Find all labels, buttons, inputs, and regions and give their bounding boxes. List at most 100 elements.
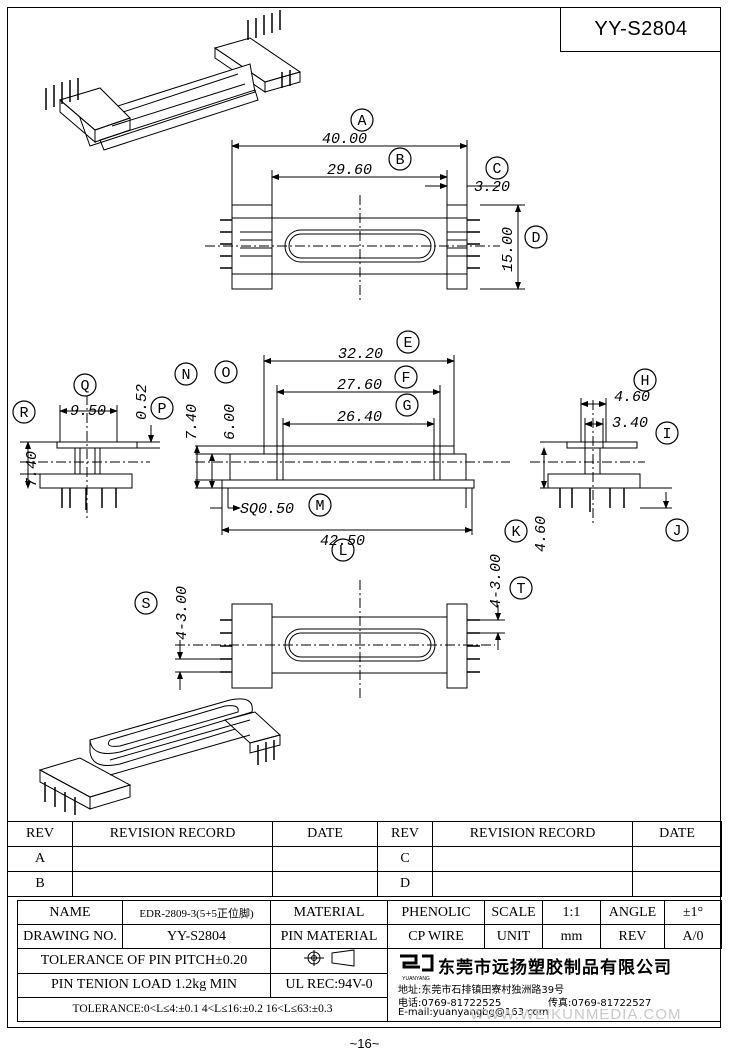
- revision-cell: [432, 846, 633, 872]
- yuanyang-logo-icon: [400, 954, 434, 972]
- rev-value: A/0: [664, 924, 722, 949]
- revision-cell: [272, 871, 378, 897]
- revision-cell: [632, 871, 722, 897]
- dim-i: 3.40: [612, 415, 648, 432]
- revision-cell: B: [7, 871, 73, 897]
- callout-r: R: [19, 405, 28, 422]
- tolerance-pin-pitch: TOLERANCE OF PIN PITCH±0.20: [17, 948, 271, 974]
- watermark: WWW.WEIKUNMEDIA.COM: [470, 1006, 682, 1023]
- projection-symbol: [270, 948, 388, 974]
- dim-l: 42.50: [320, 533, 365, 550]
- rev-label: REV: [600, 924, 665, 949]
- callout-letters: A B C D E F G H I J K L M N O P Q R S T: [19, 113, 681, 613]
- revision-header-row: REV REVISION RECORD DATE REV REVISION RE…: [7, 821, 722, 847]
- company-email: E-mail:yuanyangbg@163.com: [398, 1007, 549, 1018]
- company-block: YUANYANG 东莞市远扬塑胶制品有限公司 地址:东莞市石排镇田寮村独洲路39…: [387, 948, 721, 1022]
- pin-material-label: PIN MATERIAL: [270, 924, 388, 950]
- dim-t: 4-3.00: [488, 554, 505, 608]
- isometric-view-top: [45, 10, 302, 151]
- right-side-view: [530, 398, 672, 525]
- company-fax: 传真:0769-81722527: [548, 998, 652, 1009]
- revision-header: REV: [377, 821, 433, 847]
- callout-b: B: [395, 152, 404, 169]
- title-block-left: NAME EDR-2809-3(5+5正位脚) MATERIAL DRAWING…: [17, 899, 388, 1023]
- table-row: B D: [7, 871, 722, 897]
- dim-e: 32.20: [338, 346, 383, 363]
- callout-k: K: [511, 524, 520, 541]
- callout-i: I: [662, 426, 671, 443]
- dim-m: SQ0.50: [240, 501, 294, 518]
- callout-o: O: [221, 365, 230, 382]
- dim-s: 4-3.00: [174, 586, 191, 640]
- unit-value: mm: [542, 924, 601, 949]
- dim-p: 0.52: [134, 384, 151, 420]
- callout-g: G: [402, 398, 411, 415]
- callout-d: D: [531, 230, 540, 247]
- pin-material-value: CP WIRE: [387, 924, 485, 949]
- company-address: 地址:东莞市石排镇田寮村独洲路39号: [398, 985, 565, 996]
- revision-cell: [72, 871, 273, 897]
- revision-cell: C: [377, 846, 433, 872]
- page-number: ~16~: [349, 1036, 380, 1051]
- callout-m: M: [315, 498, 324, 515]
- company-logo: YUANYANG: [396, 953, 436, 982]
- top-view: [205, 140, 525, 300]
- name-value: EDR-2809-3(5+5正位脚): [122, 899, 271, 926]
- drawing-no-label: DRAWING NO.: [17, 924, 123, 950]
- name-label: NAME: [17, 899, 123, 926]
- callout-n: N: [181, 367, 190, 384]
- callout-j: J: [672, 523, 681, 540]
- revision-header: REVISION RECORD: [72, 821, 273, 847]
- callout-q: Q: [80, 378, 89, 395]
- dim-o: 6.00: [222, 404, 239, 440]
- dim-r: 7.40: [24, 451, 41, 487]
- dim-h: 4.60: [614, 389, 650, 406]
- revision-cell: [272, 846, 378, 872]
- ul-rec: UL REC:94V-0: [270, 972, 388, 998]
- revision-cell: [72, 846, 273, 872]
- pin-tension: PIN TENION LOAD 1.2kg MIN: [17, 972, 271, 998]
- revision-header: REVISION RECORD: [432, 821, 633, 847]
- drawing-code: YY-S2804: [560, 7, 721, 52]
- bottom-view: [175, 580, 505, 700]
- dim-b: 29.60: [327, 162, 372, 179]
- callout-f: F: [401, 370, 410, 387]
- company-name: 东莞市远扬塑胶制品有限公司: [438, 958, 672, 978]
- technical-drawing: A B C D E F G H I J K L M N O P Q R S T …: [12, 10, 689, 815]
- tolerance-line: TOLERANCE:0<L≤4:±0.1 4<L≤16:±0.2 16<L≤63…: [17, 996, 388, 1023]
- scale-label: SCALE: [484, 900, 543, 925]
- unit-label: UNIT: [484, 924, 543, 949]
- revision-header: REV: [7, 821, 73, 847]
- company-phone: 电话:0769-81722525: [398, 998, 502, 1009]
- callout-s: S: [141, 596, 150, 613]
- table-row: A C: [7, 846, 722, 872]
- callout-circles: [12, 108, 689, 615]
- dim-c: 3.20: [474, 179, 510, 196]
- angle-label: ANGLE: [600, 900, 665, 925]
- callout-c: C: [492, 161, 501, 178]
- first-angle-projection-icon: [304, 949, 355, 968]
- dim-d: 15.00: [500, 227, 517, 272]
- angle-value: ±1°: [664, 900, 722, 925]
- revision-cell: [632, 846, 722, 872]
- dim-q: 9.50: [70, 403, 106, 420]
- dim-g: 26.40: [337, 409, 382, 426]
- material-label: MATERIAL: [270, 899, 388, 926]
- material-value: PHENOLIC: [387, 900, 485, 925]
- dim-n: 7.40: [184, 404, 201, 440]
- callout-p: P: [157, 401, 166, 418]
- revision-table: REV REVISION RECORD DATE REV REVISION RE…: [7, 821, 722, 897]
- logo-text: YUANYANG: [402, 976, 430, 982]
- callout-l: L: [338, 543, 347, 560]
- dim-k: 4.60: [533, 516, 550, 552]
- callout-a: A: [357, 113, 366, 130]
- revision-header: DATE: [632, 821, 722, 847]
- drawing-frame: [7, 7, 721, 1028]
- dim-a: 40.00: [322, 131, 367, 148]
- callout-t: T: [516, 581, 525, 598]
- left-side-view: [20, 395, 160, 520]
- revision-header: DATE: [272, 821, 378, 847]
- scale-value: 1:1: [542, 900, 601, 925]
- revision-cell: [432, 871, 633, 897]
- dim-f: 27.60: [337, 377, 382, 394]
